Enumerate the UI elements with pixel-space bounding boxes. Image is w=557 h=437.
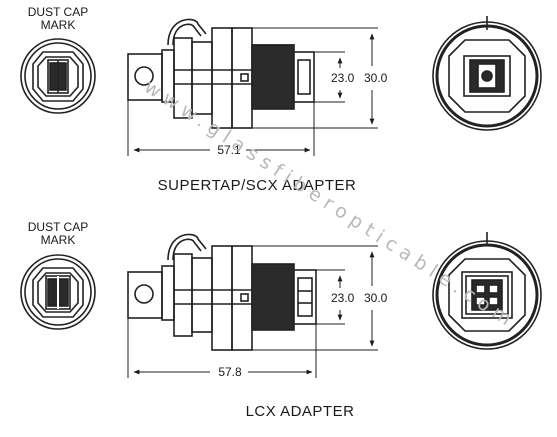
dust-cap-label-line1: DUST CAP [28, 5, 88, 19]
dimension-lines [127, 245, 378, 378]
dust-cap-mark-icon [20, 254, 96, 330]
dim-outer-value: 30.0 [364, 71, 388, 85]
dust-cap-label-line2: MARK [41, 18, 76, 32]
scx-section: DUST CAP MARK [20, 5, 542, 194]
adapter-front-view [432, 16, 542, 131]
dim-inner-value: 23.0 [331, 291, 355, 305]
dimension-lines [127, 27, 378, 156]
dim-length-value: 57.1 [217, 143, 241, 157]
dim-outer-value: 30.0 [364, 291, 388, 305]
dim-inner-value: 23.0 [331, 71, 355, 85]
adapter-side-view [127, 18, 315, 129]
dust-cap-label-line2: MARK [41, 233, 76, 247]
adapter-title: SUPERTAP/SCX ADAPTER [158, 177, 357, 194]
adapter-front-view [432, 232, 542, 350]
lcx-section: DUST CAP MARK [20, 220, 542, 420]
dust-cap-label-line1: DUST CAP [28, 220, 88, 234]
dim-length-value: 57.8 [218, 365, 242, 379]
dust-cap-mark-icon [20, 38, 96, 114]
adapter-side-view [127, 233, 317, 351]
adapter-title: LCX ADAPTER [246, 403, 355, 420]
